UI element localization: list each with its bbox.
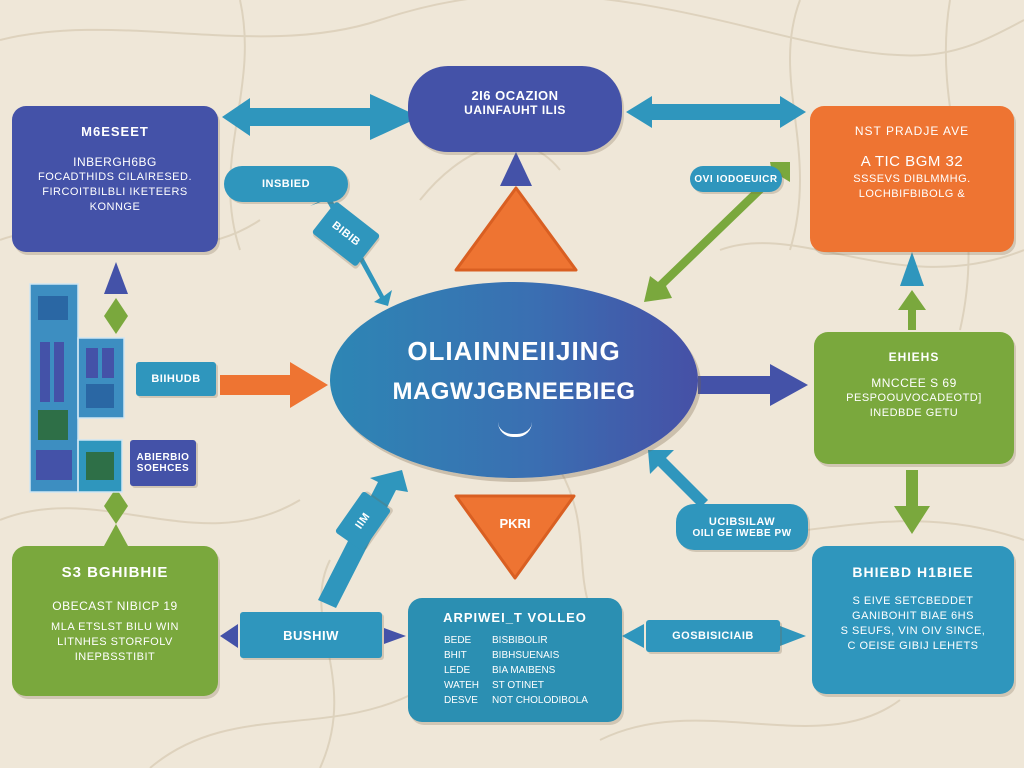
row-key: BHIT (444, 650, 467, 661)
card-bottom-center[interactable]: ARPIWEI_T VOLLEO BEDE BISBIBOLIR BHIT BIBH… (408, 598, 622, 722)
card-line: GANIBOHIT BIAE 6HS (852, 610, 974, 622)
arrow-diag-green-up (644, 162, 790, 302)
card-line: LOCHBIFBIBOLG & (858, 188, 966, 200)
card-line: FOCADTHIDS CILAIRESED. (37, 171, 193, 183)
tag-left-lower[interactable]: ABIERBIO SOEHCES (130, 440, 196, 486)
row-key: WATEH (444, 680, 479, 691)
arrow-left-down-green (104, 488, 128, 546)
card-line: KONNGE (89, 201, 141, 213)
pill-line-2: OILI GE IWEBE PW (692, 527, 792, 539)
triangle-label: PKRI (499, 516, 531, 531)
arrow-top-right-double (626, 96, 806, 128)
arrow-hub-upper-left (310, 196, 392, 306)
card-bottom-right[interactable]: BHIEBD H1BIEE S EIVE SETCBEDDET GANIBOHI… (812, 546, 1014, 694)
row-key: DESVE (444, 695, 478, 706)
card-line: PESPOOUVOCADEOTD] (846, 392, 982, 404)
tag-bottom-right-strip[interactable]: GOSBISICIAIB (646, 620, 780, 652)
hub-smile-mark (498, 422, 532, 437)
row-key: LEDE (444, 665, 471, 676)
arrow-hub-lower-right (648, 450, 708, 508)
card-top-right[interactable]: NST PRADJE AVE A TIC BGM 32 SSSEVS DIBLM… (810, 106, 1014, 252)
card-line: LITNHES STORFOLV (57, 636, 173, 648)
card-line: S SEUFS, VIN OIV SINCE, (840, 625, 986, 637)
row-key: BEDE (444, 635, 472, 646)
card-line: INEPBSSTIBIT (74, 651, 156, 663)
arrow-top-left-double (222, 94, 420, 140)
card-title: ARPIWEI_T VOLLEO (443, 610, 587, 625)
card-bottom-left[interactable]: S3 BGHIBHIE OBECAST NIBICP 19 MLA ETSLST… (12, 546, 218, 696)
tag-upper-left-pill[interactable]: INSBIED (224, 166, 348, 202)
arrow-bottom-left-strip (220, 624, 406, 648)
tag-bottom-left-strip[interactable]: BUSHIW (240, 612, 382, 658)
card-line: S EIVE SETCBEDDET (852, 595, 974, 607)
arrow-right-up-blue (898, 252, 926, 330)
top-pill-line-1: 2I6 OCAZION (471, 88, 559, 103)
top-pill-line-2: UAINFAUHT ILIS (464, 103, 566, 117)
hub-title-line-2: MAGWJGBNEEBIEG (392, 378, 636, 405)
tag-upper-right-pill[interactable]: OVI IODOEUICR (690, 166, 782, 192)
arrow-right-blue (698, 364, 808, 406)
card-line: MLA ETSLST BILU WIN (51, 621, 179, 633)
orange-triangle-up (454, 186, 578, 272)
arrow-left-vertical-blue (104, 262, 128, 334)
row-value: BISBIBOLIR (492, 635, 548, 646)
card-title: EHIEHS (888, 350, 940, 364)
card-title: M6ESEET (81, 124, 149, 139)
card-line: FIRCOITBILBLI IKETEERS (42, 186, 188, 198)
tag-left[interactable]: BIIHUDB (136, 362, 216, 396)
card-line: MNCCEE S 69 (871, 376, 957, 390)
hub-title-line-1: OLIAINNEIIJING (407, 336, 621, 366)
card-line: OBECAST NIBICP 19 (52, 599, 178, 613)
card-title: BHIEBD H1BIEE (852, 564, 974, 580)
card-title: S3 BGHIBHIE (61, 564, 169, 581)
arrow-left-orange (220, 362, 328, 408)
row-value: NOT CHOLODIBOLA (492, 695, 588, 706)
card-line: SSSEVS DIBLMMHG. (853, 173, 971, 185)
row-value: BIA MAIBENS (492, 665, 556, 676)
card-line: INBERGH6BG (73, 155, 157, 169)
row-value: BIBHSUENAIS (492, 650, 560, 661)
card-rows: BEDE BISBIBOLIR BHIT BIBHSUENAIS LEDE BIA M… (444, 633, 612, 708)
card-title: NST PRADJE AVE (854, 124, 970, 138)
arrow-up-to-pill (500, 152, 532, 186)
building-illustration (29, 283, 125, 493)
arrow-right-down-green (894, 470, 930, 534)
card-line: A TIC BGM 32 (860, 153, 964, 170)
row-value: ST OTINET (492, 680, 545, 691)
pill-line-1: UCIBSILAW (708, 515, 776, 528)
orange-triangle-down: PKRI (452, 492, 578, 582)
central-hub-ellipse[interactable]: OLIAINNEIIJING MAGWJGBNEEBIEG (330, 282, 698, 478)
top-center-pill[interactable]: 2I6 OCAZION UAINFAUHT ILIS (408, 66, 622, 152)
card-line: C OEISE GIBIJ LEHETS (847, 640, 979, 652)
card-mid-right[interactable]: EHIEHS MNCCEE S 69 PESPOOUVOCADEOTD] INE… (814, 332, 1014, 464)
tag-lower-right-pill[interactable]: UCIBSILAW OILI GE IWEBE PW (676, 504, 808, 550)
card-top-left[interactable]: M6ESEET INBERGH6BG FOCADTHIDS CILAIRESED… (12, 106, 218, 252)
card-line: INEDBDE GETU (869, 407, 959, 419)
arrow-bottom-right-strip (622, 624, 806, 648)
